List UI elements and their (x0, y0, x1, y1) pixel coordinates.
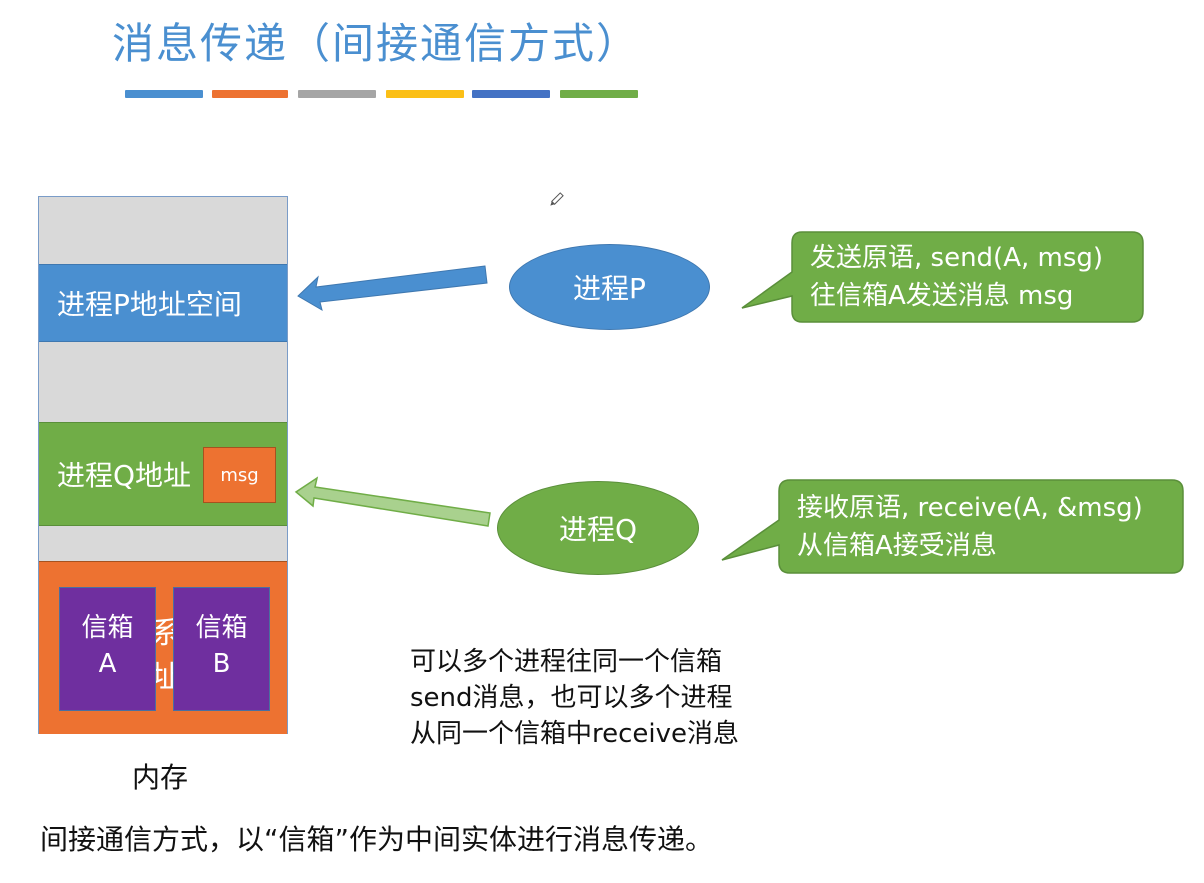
page-title: 消息传递（间接通信方式） (112, 19, 641, 68)
title-bar-darkblue (472, 90, 550, 98)
arrow-p-to-memory (297, 265, 488, 312)
callout-receive-shape (721, 479, 1184, 574)
process-q-address-space: 进程Q地址 (39, 422, 287, 526)
memory-block: 进程P地址空间 进程Q地址 msg 系 址 信箱 A 信箱 B (38, 196, 288, 734)
arrow-q-to-memory (294, 476, 491, 527)
process-p-ellipse: 进程P (509, 244, 710, 330)
callout-send-shape (741, 231, 1144, 323)
msg-box-label: msg (220, 464, 259, 486)
title-bar-orange (212, 90, 288, 98)
callout-send-line1: 发送原语, send(A, msg) (810, 243, 1104, 273)
mailbox-a: 信箱 A (59, 587, 156, 711)
memory-caption: 内存 (132, 761, 189, 794)
note-line2: send消息，也可以多个进程 (410, 683, 733, 713)
callout-send-line2: 往信箱A发送消息 msg (810, 281, 1074, 311)
mailbox-b-line1: 信箱 (195, 613, 248, 643)
footer-text: 间接通信方式，以“信箱”作为中间实体进行消息传递。 (40, 823, 714, 856)
note-line1: 可以多个进程往同一个信箱 (410, 647, 723, 677)
process-p-address-space: 进程P地址空间 (39, 264, 287, 342)
pencil-icon (550, 192, 564, 206)
title-bar-yellow (386, 90, 464, 98)
mailbox-a-line2: A (98, 649, 117, 679)
mailbox-a-line1: 信箱 (81, 613, 134, 643)
title-bar-gray (298, 90, 376, 98)
callout-receive-line1: 接收原语, receive(A, &msg) (797, 493, 1143, 523)
mailbox-b: 信箱 B (173, 587, 270, 711)
callout-receive-line2: 从信箱A接受消息 (797, 531, 997, 561)
note-line3: 从同一个信箱中receive消息 (410, 719, 740, 749)
mailbox-b-line2: B (212, 649, 231, 679)
process-p-address-space-label: 进程P地址空间 (57, 288, 242, 321)
title-bar-blue (125, 90, 203, 98)
note-text: 可以多个进程往同一个信箱 send消息，也可以多个进程 从同一个信箱中recei… (410, 644, 739, 752)
callout-send-text: 发送原语, send(A, msg) 往信箱A发送消息 msg (810, 239, 1103, 315)
process-q-ellipse: 进程Q (497, 481, 699, 575)
process-p-label: 进程P (573, 272, 646, 305)
process-q-label: 进程Q (558, 513, 638, 546)
process-q-address-space-label: 进程Q地址 (57, 459, 192, 492)
msg-box: msg (203, 447, 276, 503)
callout-receive-text: 接收原语, receive(A, &msg) 从信箱A接受消息 (797, 489, 1143, 565)
title-bar-green (560, 90, 638, 98)
